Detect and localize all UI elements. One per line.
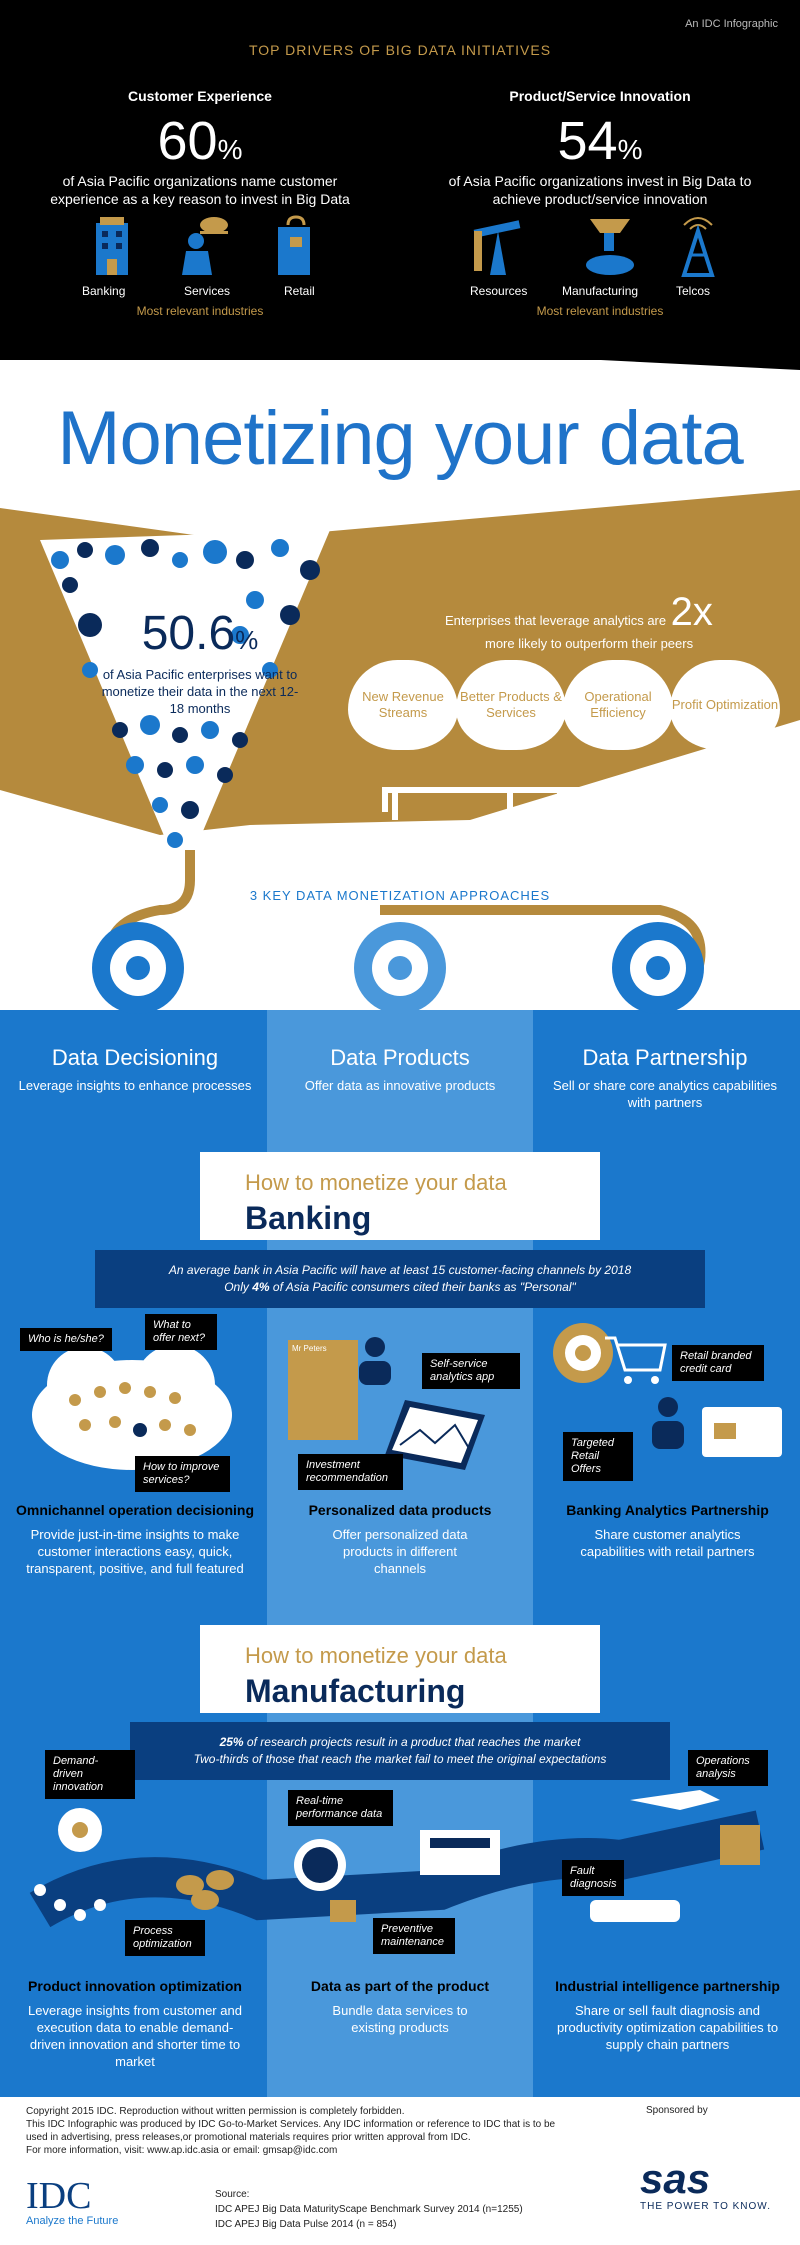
- bubble-operations: Operations analysis: [688, 1750, 768, 1786]
- approach-data-products: Data Products Offer data as innovative p…: [304, 1045, 496, 1093]
- industry-label: Telcos: [676, 284, 711, 298]
- industry-icons-right: [470, 215, 730, 297]
- bubble-credit-card: Retail branded credit card: [672, 1345, 764, 1381]
- person-icon: [652, 1397, 684, 1449]
- brand-note: An IDC Infographic: [685, 18, 778, 30]
- driver-percent: 60%: [157, 111, 243, 171]
- industry-label: Banking: [82, 284, 126, 298]
- benefit-pill: New Revenue Streams: [348, 660, 458, 750]
- bubble-preventive: Preventive maintenance: [373, 1918, 455, 1954]
- bubble-real-time: Real-time performance data: [288, 1790, 393, 1826]
- approach-data-partnership: Data Partnership Sell or share core anal…: [553, 1045, 777, 1110]
- sources: Source: IDC APEJ Big Data MaturityScape …: [215, 2189, 523, 2230]
- driver-heading: Customer Experience: [128, 88, 272, 104]
- driver-text: of Asia Pacific organizations name custo…: [50, 173, 350, 207]
- waiter-service-icon: [182, 217, 228, 275]
- bubble-demand-driven: Demand-driven innovation: [45, 1750, 135, 1799]
- bubble-self-service: Self-service analytics app: [422, 1353, 520, 1389]
- gear-icon: [612, 922, 704, 1014]
- mfg-item-industrial-partnership: Industrial intelligence partnership Shar…: [555, 1978, 780, 2052]
- footer: Copyright 2015 IDC. Reproduction without…: [0, 2097, 800, 2245]
- page-headline: Monetizing your data: [57, 396, 744, 481]
- manufacturing-stats: 25% of research projects result in a pro…: [130, 1722, 670, 1780]
- driver-product-innovation: Product/Service Innovation 54% of Asia P…: [430, 88, 770, 208]
- benefit-pill: Better Products & Services: [456, 660, 566, 750]
- copyright-text: Copyright 2015 IDC. Reproduction without…: [26, 2106, 556, 2156]
- banking-item-omnichannel: Omnichannel operation decisioning Provid…: [15, 1502, 255, 1576]
- industry-label: Manufacturing: [562, 284, 639, 298]
- industry-label: Services: [184, 284, 231, 298]
- credit-card-icon: [702, 1407, 782, 1457]
- bubble-process-optimization: Process optimization: [125, 1920, 205, 1956]
- driver-percent: 54%: [557, 111, 643, 171]
- drivers-title: TOP DRIVERS OF BIG DATA INITIATIVES: [248, 42, 552, 58]
- banking-stats: An average bank in Asia Pacific will hav…: [95, 1250, 705, 1308]
- banking-title-box: How to monetize your data Banking: [200, 1152, 600, 1240]
- industry-label: Retail: [284, 284, 315, 298]
- bubble-fault-diagnosis: Fault diagnosis: [562, 1860, 624, 1896]
- oil-pump-icon: [473, 220, 521, 275]
- telecom-tower-icon: [681, 217, 715, 277]
- customer-cloud-illustration: [32, 1345, 232, 1470]
- idc-logo[interactable]: IDC Analyze the Future: [26, 2175, 119, 2227]
- gear-icon: [92, 922, 184, 1014]
- bubble-investment: Investment recommendation: [298, 1454, 403, 1490]
- funnel-stat: 50.6% of Asia Pacific enterprises want t…: [101, 607, 299, 717]
- driver-heading: Product/Service Innovation: [509, 88, 691, 104]
- driver-text: of Asia Pacific organizations invest in …: [448, 173, 752, 207]
- robot-arm-icon: [586, 219, 634, 275]
- mfg-item-product-innovation: Product innovation optimization Leverage…: [28, 1978, 242, 2069]
- supply-chain-illustration: [29, 1790, 765, 1928]
- bank-building-icon: [96, 217, 128, 275]
- banking-item-personalized: Personalized data products Offer persona…: [308, 1502, 492, 1576]
- benefit-pill: Operational Efficiency: [563, 660, 673, 750]
- approach-data-decisioning: Data Decisioning Leverage insights to en…: [18, 1045, 252, 1093]
- section-divider: [0, 330, 800, 370]
- sponsored-label: Sponsored by: [646, 2105, 708, 2116]
- industries-footnote: Most relevant industries: [136, 304, 264, 318]
- banking-item-partnership: Banking Analytics Partnership Share cust…: [566, 1502, 769, 1559]
- bubble-offer: What to offer next?: [145, 1314, 217, 1350]
- target-icon: [553, 1323, 613, 1383]
- driver-customer-experience: Customer Experience 60% of Asia Pacific …: [30, 88, 370, 208]
- industries-footnote: Most relevant industries: [536, 304, 664, 318]
- gear-icon: [354, 922, 446, 1014]
- bubble-targeted-offers: Targeted Retail Offers: [563, 1432, 633, 1481]
- sas-logo[interactable]: sas THE POWER TO KNOW.: [640, 2155, 771, 2213]
- benefit-pill: Profit Optimization: [670, 660, 780, 750]
- customer-profile-card: Mr Peters: [288, 1340, 358, 1440]
- industry-icons-left: [82, 215, 322, 297]
- industry-label: Resources: [470, 284, 528, 298]
- social-media-icons: [51, 539, 320, 848]
- tablet-icon: [385, 1400, 485, 1470]
- bubble-who: Who is he/she?: [20, 1328, 112, 1351]
- outperform-stat: Enterprises that leverage analytics are …: [445, 590, 713, 651]
- top-drivers-section: An IDC Infographic TOP DRIVERS OF BIG DA…: [0, 0, 800, 360]
- mfg-item-data-product: Data as part of the product Bundle data …: [310, 1978, 490, 2035]
- manufacturing-title-box: How to monetize your data Manufacturing: [200, 1625, 600, 1713]
- person-icon: [359, 1337, 391, 1385]
- bubble-improve: How to improve services?: [135, 1456, 230, 1492]
- shopping-bag-icon: [278, 215, 310, 275]
- approaches-title: 3 KEY DATA MONETIZATION APPROACHES: [249, 888, 551, 903]
- shopping-cart-icon: [605, 1336, 667, 1384]
